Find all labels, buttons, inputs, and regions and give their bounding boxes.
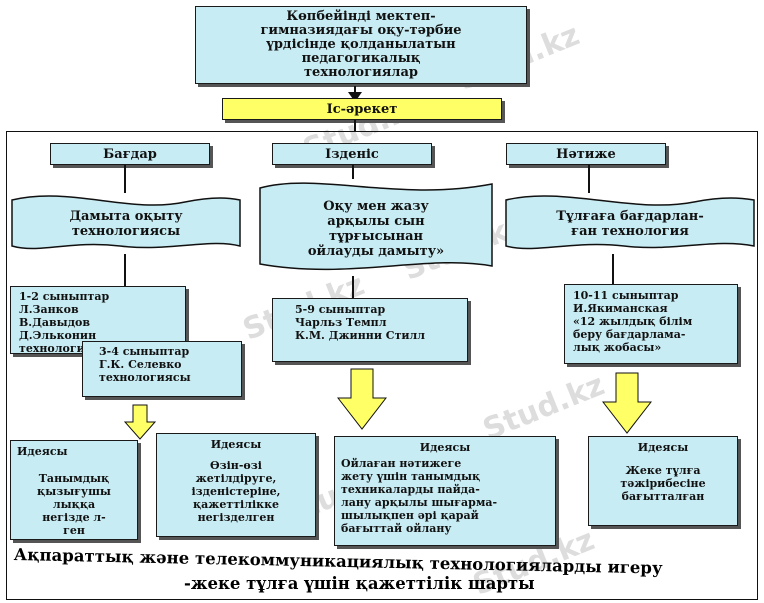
banner-shape: [259, 182, 493, 271]
idea-box-4: Идеясы Жеке тұлға тәжірибесіне бағытталғ…: [588, 436, 738, 526]
idea-text: Жеке тұлға тәжірибесіне бағытталған: [620, 464, 706, 503]
connector-line: [124, 254, 126, 286]
arrow-down-icon: [337, 368, 387, 430]
column-header-natizhe: Нәтиже: [506, 143, 666, 165]
banner-damyta: Дамыта оқыту технологиясы: [69, 209, 183, 239]
grade-box-5-9: 5-9 сыныптар Чарльз Темпл К.М. Джинни Ст…: [272, 298, 468, 362]
column-header-izdenis: Ізденіс: [272, 143, 432, 165]
arrow-down-icon: [602, 372, 652, 434]
grade-box-10-11: 10-11 сыныптар И.Якиманская «12 жылдық б…: [564, 284, 738, 364]
banner-shape: [505, 195, 755, 250]
connector-line: [354, 120, 356, 132]
banner-oku-zhazu: Оқу мен жазу арқылы сын тұрғысынан ойлау…: [307, 199, 445, 259]
arrow-down-icon: [124, 404, 156, 440]
idea-box-2: Идеясы Өзін-өзі жетілдіруге, ізденістері…: [156, 433, 316, 537]
connector-line: [612, 254, 614, 284]
column-header-bagdar: Бағдар: [50, 143, 210, 165]
idea-label: Идеясы: [419, 441, 471, 454]
connector-line: [352, 276, 354, 298]
bottom-line-2: -жеке тұлға үшін қажеттілік шарты: [184, 574, 535, 593]
connector-line: [588, 165, 590, 193]
idea-box-3: Идеясы Ойлаған нәтижеге жету үшін танымд…: [334, 436, 556, 546]
idea-text: Өзін-өзі жетілдіруге, ізденістеріне, қаж…: [191, 459, 281, 524]
banner-shape: [11, 195, 241, 250]
connector-line: [124, 165, 126, 193]
grade-box-3-4: 3-4 сыныптар Г.К. Селевко технологиясы: [82, 341, 242, 397]
action-box: Іс-әрекет: [222, 98, 502, 120]
idea-text: Ойлаған нәтижеге жету үшін танымдық техн…: [341, 457, 498, 535]
banner-tulga: Тұлғаға бағдарлан- ған технология: [556, 209, 704, 239]
idea-label: Идеясы: [17, 445, 68, 458]
idea-label: Идеясы: [210, 438, 262, 451]
idea-text: Танымдық қызығушы лыққа негізде л- ген: [37, 472, 111, 537]
idea-label: Идеясы: [637, 441, 689, 454]
arrow-down-icon: [348, 92, 362, 102]
idea-box-1: Идеясы Танымдық қызығушы лыққа негізде л…: [10, 440, 138, 540]
top-box: Көпбейінді мектеп- гимназиядағы оқу-тәрб…: [195, 6, 527, 84]
connector-line: [352, 165, 354, 179]
connector-line: [354, 86, 356, 96]
